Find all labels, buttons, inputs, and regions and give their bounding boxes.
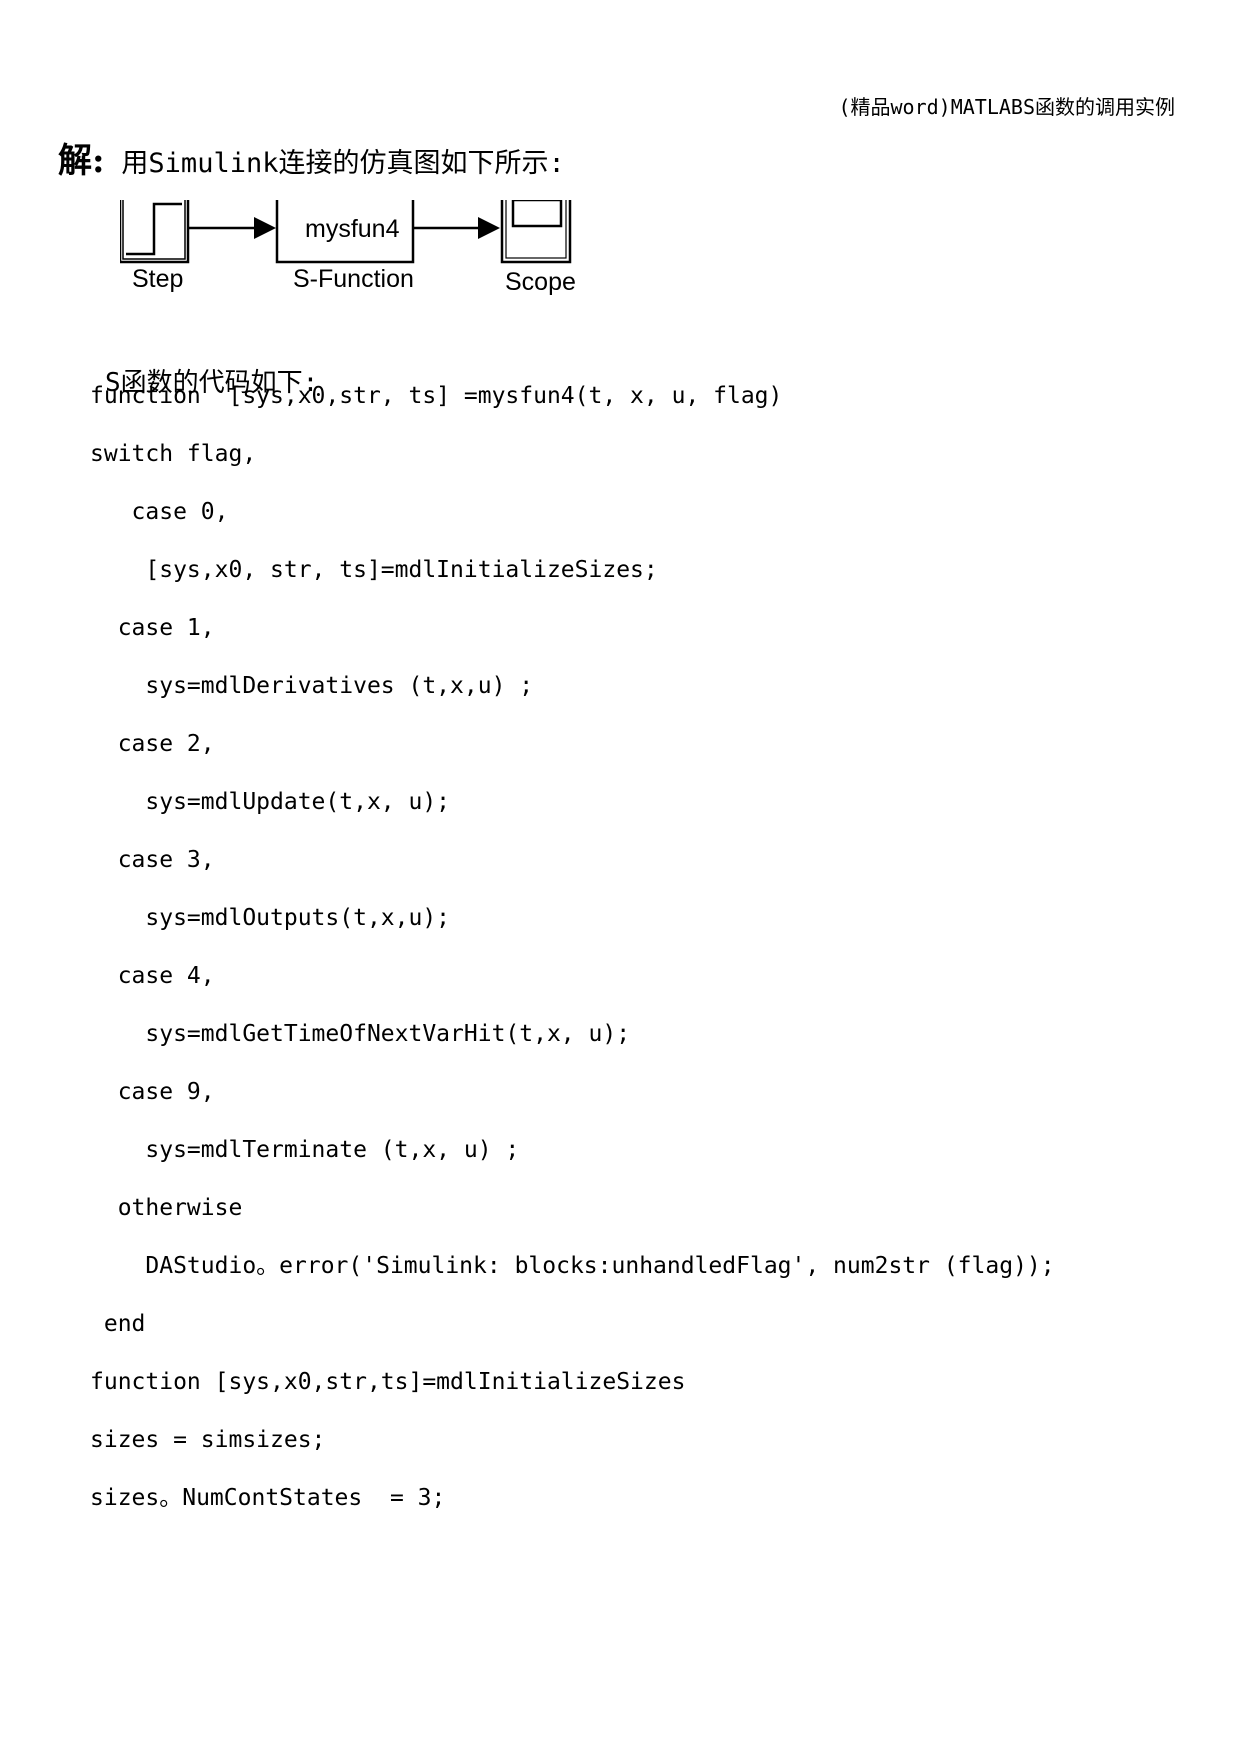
code-line: sys=mdlTerminate (t,x, u) ; [90, 1137, 520, 1163]
code-line: DAStudio。error('Simulink: blocks:unhandl… [90, 1253, 1055, 1279]
code-line: sys=mdlOutputs(t,x,u); [90, 905, 451, 931]
solution-text: 用Simulink连接的仿真图如下所示: [121, 148, 565, 179]
code-line: sizes。NumContStates = 3; [90, 1485, 446, 1511]
code-line: function [sys,x0,str,ts]=mdlInitializeSi… [90, 1369, 686, 1395]
arrow-step-to-sfunction [188, 217, 276, 239]
code-line: sys=mdlGetTimeOfNextVarHit(t,x, u); [90, 1021, 631, 1047]
code-line: end [90, 1311, 146, 1337]
code-line: case 1, [90, 615, 215, 641]
arrow-sfunction-to-scope [413, 217, 500, 239]
code-line: function [sys,x0,str, ts] =mysfun4(t, x,… [90, 383, 783, 409]
code-line: case 4, [90, 963, 215, 989]
simulink-diagram: mysfun4 Step S-Function Scope [120, 200, 680, 340]
scope-block [500, 200, 572, 264]
step-block [120, 200, 190, 264]
page-header: (精品word)MATLABS函数的调用实例 [838, 95, 1175, 119]
step-icon [126, 202, 182, 256]
code-line: case 3, [90, 847, 215, 873]
solution-label: 解: [58, 141, 105, 181]
sfunction-label: S-Function [293, 265, 414, 293]
scope-label: Scope [505, 268, 576, 296]
code-line: sys=mdlDerivatives (t,x,u) ; [90, 673, 534, 699]
solution-line: 解: 用Simulink连接的仿真图如下所示: [58, 133, 565, 182]
code-line: sizes = simsizes; [90, 1427, 326, 1453]
code-line: sys=mdlUpdate(t,x, u); [90, 789, 451, 815]
code-line: otherwise [90, 1195, 243, 1221]
code-line: case 0, [90, 499, 229, 525]
code-line: case 9, [90, 1079, 215, 1105]
scope-screen-icon [511, 200, 563, 228]
code-line: switch flag, [90, 441, 257, 467]
code-line: [sys,x0, str, ts]=mdlInitializeSizes; [90, 557, 658, 583]
code-line: case 2, [90, 731, 215, 757]
sfunction-inner-name: mysfun4 [305, 215, 400, 243]
step-label: Step [132, 265, 184, 293]
code-intro: S函数的代码如下: [105, 368, 319, 398]
simulink-diagram-graphic [120, 200, 572, 264]
